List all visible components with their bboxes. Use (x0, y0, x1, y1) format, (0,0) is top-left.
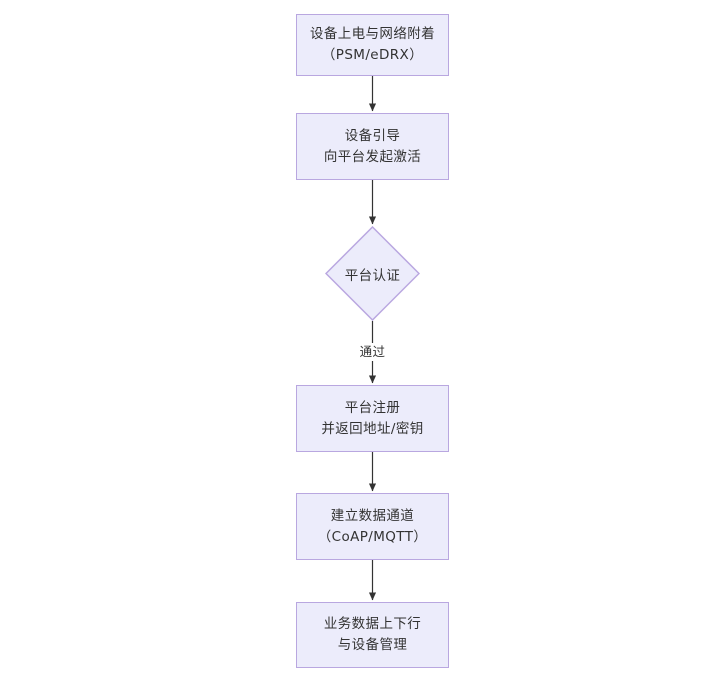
node-label-line1: 设备上电与网络附着 (309, 26, 436, 42)
node-label-line2: （PSM/eDRX） (321, 47, 424, 63)
node-label-line2: 向平台发起激活 (323, 148, 422, 165)
node-label-line2: （CoAP/MQTT） (317, 528, 428, 545)
diamond-shape (325, 226, 420, 321)
node-label-line1: 设备引导 (344, 127, 401, 144)
edge-label-pass: 通过 (356, 343, 389, 361)
node-label-line1: 平台认证 (344, 267, 401, 284)
node-label-line2: 并返回地址/密钥 (321, 420, 424, 437)
node-label-line1: 业务数据上下行 (323, 616, 422, 632)
node-label-line1: 平台注册 (344, 399, 401, 416)
node-label-line2: 与设备管理 (337, 637, 408, 653)
node-platform-registration[interactable]: 平台注册 并返回地址/密钥 (296, 385, 449, 452)
node-platform-authentication[interactable]: 平台认证 (325, 226, 420, 321)
node-device-power-on[interactable]: 设备上电与网络附着 （PSM/eDRX） (296, 14, 449, 76)
node-business-data-and-device-management[interactable]: 业务数据上下行 与设备管理 (296, 602, 449, 668)
node-label-line1: 建立数据通道 (330, 507, 415, 524)
node-establish-data-channel[interactable]: 建立数据通道 （CoAP/MQTT） (296, 493, 449, 560)
node-device-bootstrap[interactable]: 设备引导 向平台发起激活 (296, 113, 449, 180)
